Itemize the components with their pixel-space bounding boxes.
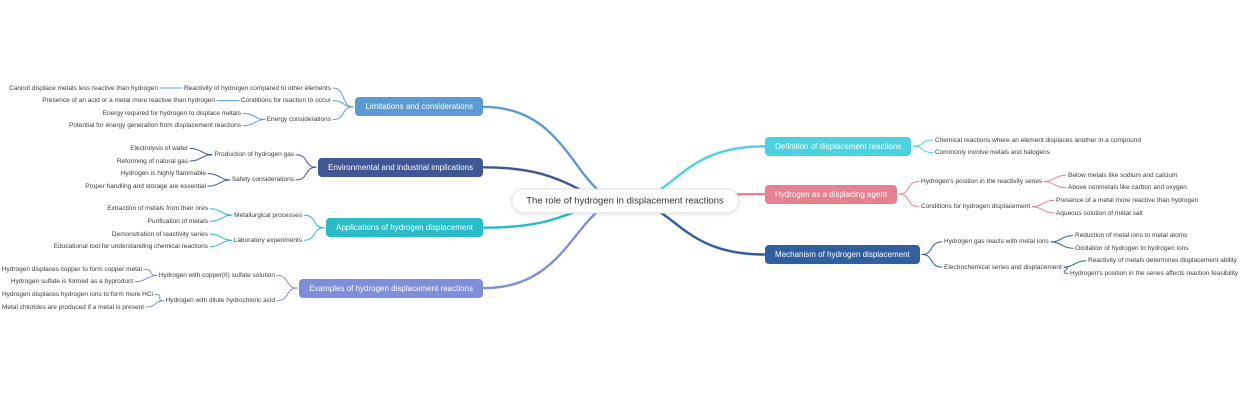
connector: [1063, 260, 1087, 268]
connector: [242, 112, 266, 120]
connector: [921, 241, 943, 255]
connector: [209, 208, 233, 216]
connector: [207, 179, 231, 187]
node-examples-leaf-1-0[interactable]: Hydrogen displaces hydrogen ions to form…: [1, 290, 153, 298]
connector: [1043, 181, 1067, 189]
node-displacing-agent-child-0[interactable]: Hydrogen's position in the reactivity se…: [921, 178, 1043, 185]
node-displacing-agent-leaf-1-0[interactable]: Presence of a metal more reactive than h…: [1056, 196, 1199, 204]
connector: [1050, 241, 1074, 249]
connector: [1031, 199, 1055, 208]
node-displacing-agent-leaf-0-0[interactable]: Below metals like sodium and calcium: [1068, 171, 1178, 179]
node-applications-leaf-1-1[interactable]: Educational tool for understanding chemi…: [53, 243, 208, 251]
node-examples-leaf-0-1[interactable]: Hydrogen sulfate is formed as a byproduc…: [10, 278, 133, 286]
branch-environmental[interactable]: Environmental and industrial implication…: [318, 157, 483, 177]
node-limitations-child-1[interactable]: Conditions for reaction to occur: [241, 97, 331, 105]
connector: [295, 154, 317, 168]
node-environmental-child-0[interactable]: Production of hydrogen gas: [214, 151, 295, 159]
node-environmental-child-1[interactable]: Safety considerations: [231, 176, 294, 184]
connector: [295, 166, 317, 181]
node-examples-child-1[interactable]: Hydrogen with dilute hydrochloric acid: [165, 297, 275, 305]
node-mechanism-leaf-0-1[interactable]: Oxidation of hydrogen to hydrogen ions: [1075, 244, 1189, 252]
connector: [189, 147, 213, 156]
connector: [154, 293, 165, 302]
connector: [145, 300, 165, 308]
connector: [912, 139, 934, 147]
connector: [1050, 235, 1074, 243]
node-limitations-child-2[interactable]: Energy considerations: [266, 116, 331, 123]
connector: [482, 199, 627, 290]
node-limitations-child-0[interactable]: Reactivity of hydrogen compared to other…: [183, 84, 331, 92]
connector: [189, 154, 213, 162]
node-displacing-agent-leaf-1-1[interactable]: Aqueous solution of metal salt: [1056, 209, 1143, 217]
node-definition-child-0[interactable]: Chemical reactions where an element disp…: [935, 136, 1141, 144]
node-limitations-leaf-2-1[interactable]: Potential for energy generation from dis…: [69, 122, 241, 130]
connector: [482, 105, 627, 203]
node-definition-child-1[interactable]: Commonly involve metals and halogens: [935, 149, 1050, 157]
branch-examples[interactable]: Examples of hydrogen displacement reacti…: [299, 278, 483, 298]
connector: [1063, 266, 1069, 274]
node-examples-child-0[interactable]: Hydrogen with copper(II) sulfate solutio…: [158, 272, 275, 279]
connector: [143, 268, 158, 276]
connector: [303, 227, 325, 241]
branch-displacing-agent[interactable]: Hydrogen as a displacing agent: [765, 184, 898, 204]
node-displacing-agent-child-1[interactable]: Conditions for hydrogen displacement: [921, 203, 1031, 211]
connector: [242, 119, 266, 127]
branch-definition[interactable]: Definition of displacement reactions: [765, 136, 912, 156]
connector: [898, 181, 920, 195]
branch-applications[interactable]: Applications of hydrogen displacement: [326, 218, 483, 238]
node-mechanism-leaf-0-0[interactable]: Reduction of metal ions to metal atoms: [1075, 232, 1188, 240]
connector: [332, 106, 354, 120]
node-applications-leaf-0-1[interactable]: Purification of metals: [147, 217, 208, 225]
connector: [209, 239, 233, 248]
node-limitations-leaf-2-0[interactable]: Energy required for hydrogen to displace…: [102, 109, 241, 117]
connector: [276, 275, 298, 289]
node-environmental-leaf-0-1[interactable]: Reforming of natural gas: [116, 157, 188, 165]
node-mechanism-child-0[interactable]: Hydrogen gas reacts with metal ions: [944, 238, 1049, 246]
node-applications-leaf-0-0[interactable]: Extraction of metals from their ores: [107, 205, 208, 213]
node-mechanism-leaf-1-1[interactable]: Hydrogen's position in the series affect…: [1070, 269, 1239, 277]
node-mechanism-leaf-1-0[interactable]: Reactivity of metals determines displace…: [1088, 257, 1237, 265]
connector: [898, 193, 920, 208]
connector: [207, 173, 231, 181]
node-examples-leaf-1-1[interactable]: Metal chlorides are produced if a metal …: [2, 303, 144, 311]
node-mechanism-child-1[interactable]: Electrochemical series and displacement: [944, 263, 1062, 271]
branch-mechanism[interactable]: Mechanism of hydrogen displacement: [765, 245, 920, 264]
node-applications-leaf-1-0[interactable]: Demonstration of reactivity series: [111, 230, 208, 238]
node-limitations-leaf-0-0[interactable]: Cannot displace metals less reactive tha…: [9, 84, 158, 92]
node-limitations-leaf-1-0[interactable]: Presence of an acid or a metal more reac…: [42, 97, 215, 105]
branch-limitations[interactable]: Limitations and considerations: [355, 97, 483, 117]
node-environmental-leaf-1-0[interactable]: Hydrogen is highly flammable: [120, 170, 206, 178]
connector: [912, 145, 934, 154]
node-environmental-leaf-0-0[interactable]: Electrolysis of water: [130, 144, 188, 152]
connector: [209, 233, 233, 241]
node-displacing-agent-leaf-0-1[interactable]: Above nonmetals like carbon and oxygen: [1068, 184, 1187, 192]
connector: [134, 275, 158, 283]
connector: [921, 254, 943, 268]
connector: [209, 214, 233, 222]
connector: [1043, 174, 1067, 182]
node-applications-child-1[interactable]: Laboratory experiments: [233, 236, 302, 244]
central-topic[interactable]: The role of hydrogen in displacement rea…: [511, 188, 739, 214]
node-applications-child-0[interactable]: Metallurgical processes: [234, 211, 302, 219]
connector: [303, 214, 325, 229]
node-environmental-leaf-1-1[interactable]: Proper handling and storage are essentia…: [85, 182, 206, 190]
connector: [1031, 206, 1055, 214]
connector: [276, 287, 298, 302]
node-examples-leaf-0-0[interactable]: Hydrogen displaces copper to form copper…: [1, 265, 142, 273]
